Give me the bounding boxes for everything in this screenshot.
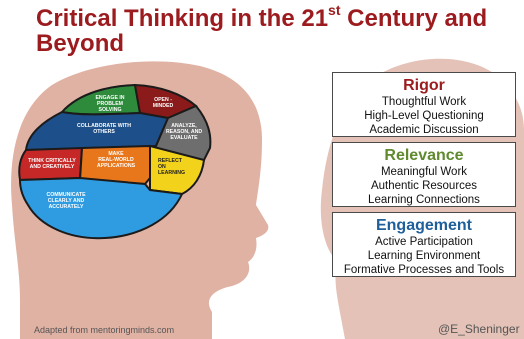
- pillar-item: Academic Discussion: [369, 124, 479, 136]
- region-label-line: COLLABORATE WITH: [77, 123, 131, 129]
- region-label-line: MINDED: [153, 103, 174, 109]
- pillar-heading: Relevance: [384, 147, 464, 164]
- pillar-item: Thoughtful Work: [381, 96, 467, 108]
- pillar-item: Meaningful Work: [380, 166, 468, 178]
- region-label-line: ANALYZE,: [171, 123, 197, 129]
- region-label-line: LEARNING: [158, 170, 185, 176]
- region-label-line: REASON, AND: [166, 129, 202, 135]
- brain-region-communicate: [18, 176, 184, 240]
- region-label-line: ON: [158, 164, 166, 170]
- region-label-line: OPEN -: [154, 97, 172, 103]
- slide-title: Critical Thinking in the 21st Century an…: [36, 3, 506, 57]
- pillar-item: Learning Environment: [367, 250, 481, 262]
- region-label-line: OTHERS: [93, 129, 115, 135]
- pillar-heading: Rigor: [403, 77, 445, 94]
- pillar-box-rigor: Rigor Thoughtful Work High-Level Questio…: [332, 72, 516, 137]
- brain-region-real-world: [78, 144, 151, 186]
- region-label-line: PROBLEM: [97, 101, 123, 107]
- region-label-line: SOLVING: [99, 107, 122, 113]
- credit-source: Adapted from mentoringminds.com: [34, 325, 175, 335]
- credit-author: @E_Sheninger: [438, 322, 520, 336]
- region-label-line: THINK CRITICALLY: [28, 158, 76, 164]
- pillar-item: Formative Processes and Tools: [343, 264, 505, 276]
- region-label-line: AND CREATIVELY: [30, 164, 75, 170]
- region-label-line: REFLECT: [158, 158, 183, 164]
- region-label-line: REAL-WORLD: [98, 157, 134, 163]
- region-label-line: CLEARLY AND: [48, 198, 85, 204]
- brain-diagram: [18, 83, 212, 240]
- pillar-box-relevance: Relevance Meaningful Work Authentic Reso…: [332, 142, 516, 207]
- region-label-line: ACCURATELY: [49, 204, 84, 210]
- pillar-item: Learning Connections: [368, 194, 480, 206]
- region-label-line: ENGAGE IN: [95, 95, 124, 101]
- pillar-item: High-Level Questioning: [364, 110, 484, 122]
- title-superscript: st: [328, 2, 341, 18]
- pillar-item: Active Participation: [375, 236, 473, 248]
- pillar-heading: Engagement: [375, 217, 472, 234]
- region-label-line: COMMUNICATE: [46, 192, 86, 198]
- svg-text:OPEN -MINDED: OPEN -MINDED: [153, 97, 174, 109]
- pillar-item: Authentic Resources: [370, 180, 478, 192]
- region-label-line: EVALUATE: [170, 135, 198, 141]
- region-label-line: APPLICATIONS: [97, 163, 136, 169]
- region-label-line: MAKE: [108, 151, 124, 157]
- title-main: Critical Thinking in the 21: [36, 5, 329, 32]
- title-rest: Century and Beyond: [36, 5, 488, 57]
- pillar-box-engagement: Engagement Active Participation Learning…: [332, 212, 516, 277]
